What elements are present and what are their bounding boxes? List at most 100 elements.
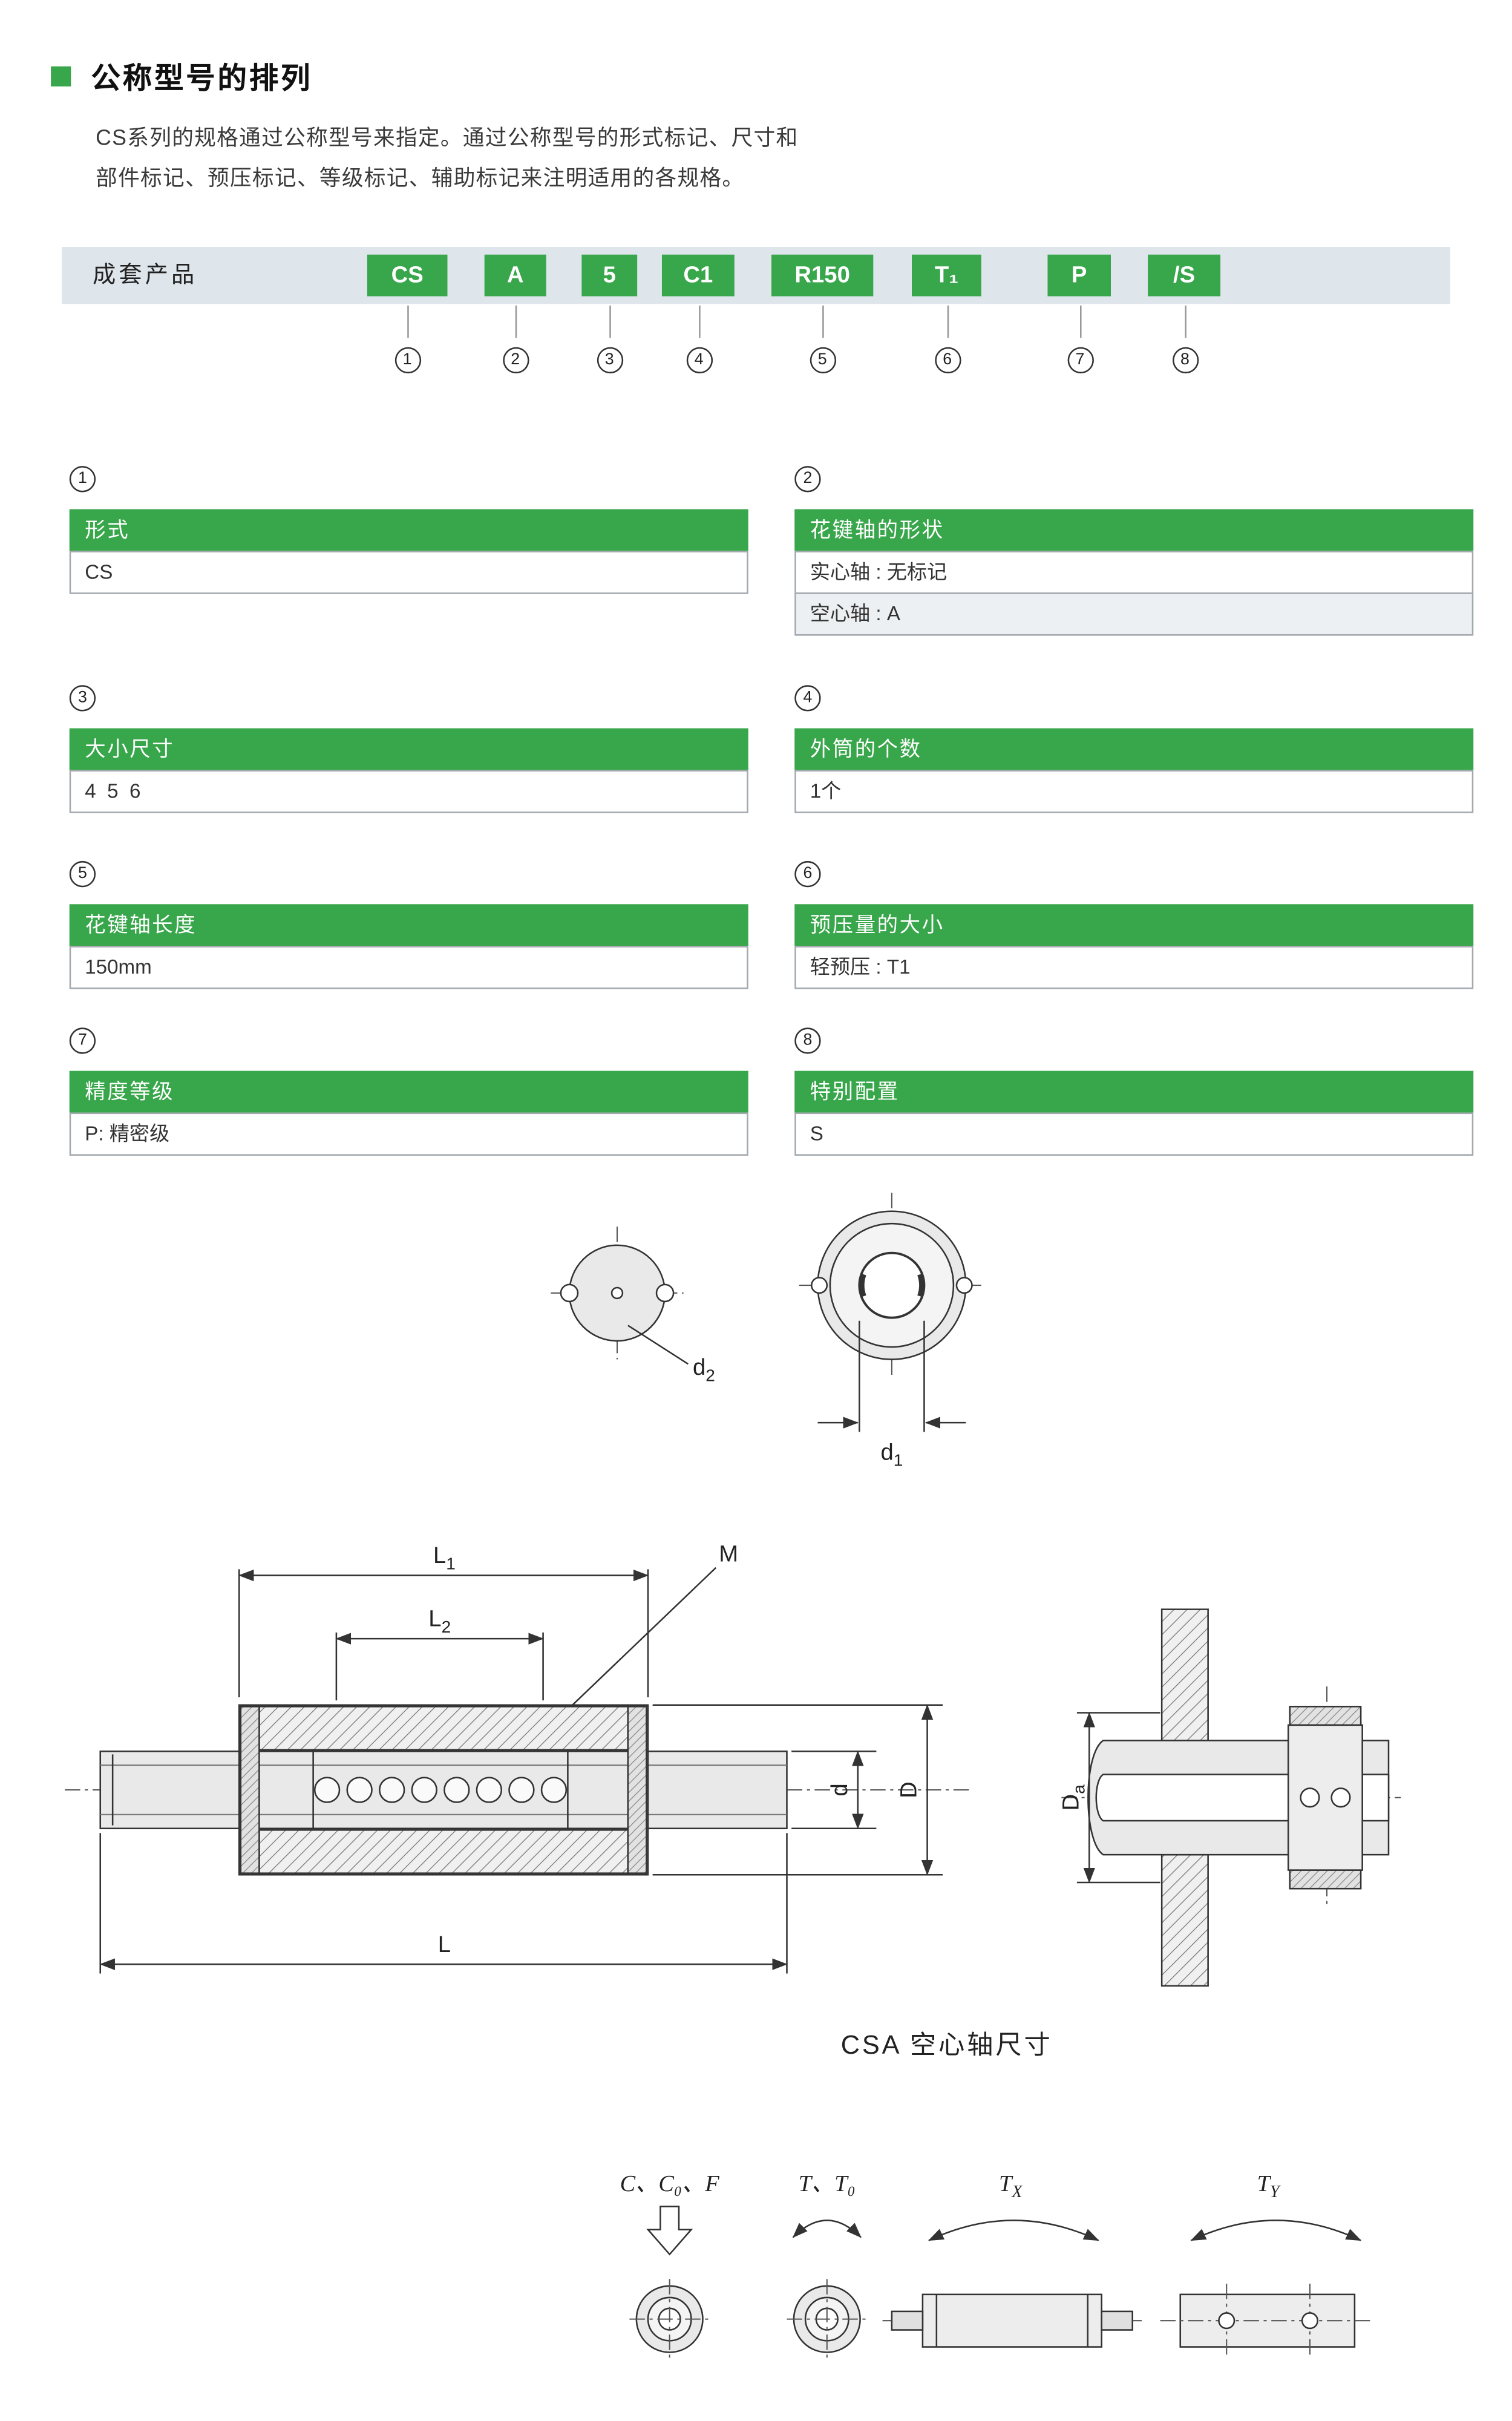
moment-arrow-icon (1190, 2220, 1362, 2241)
callout-4: 4 (685, 305, 713, 374)
section-title: 大小尺寸 (69, 728, 748, 770)
model-segment-cylinder-count: C1 (661, 254, 735, 296)
callout-1: 1 (393, 305, 421, 374)
section-title: 形式 (69, 509, 748, 551)
callout-number: 2 (502, 347, 529, 374)
callout-number: 8 (1171, 347, 1199, 374)
section-title: 特别配置 (794, 1070, 1474, 1113)
hollow-shaft-cross-section: d1 (799, 1193, 984, 1469)
model-bar-label: 成套产品 (93, 262, 198, 289)
callout-tick (698, 305, 700, 338)
dim-Da-label: Da (1058, 1784, 1088, 1811)
section-title: 预压量的大小 (794, 904, 1474, 946)
callout-number: 7 (1067, 347, 1093, 374)
callout-tick (1184, 305, 1186, 338)
page-header: 公称型号的排列 (51, 56, 312, 97)
callout-7: 7 (1066, 305, 1094, 374)
dim-d-label: d (826, 1783, 853, 1796)
model-number-bar: 成套产品 CS A 5 C1 R150 T₁ P /S (62, 247, 1450, 304)
section-number: 2 (794, 466, 821, 493)
section-value: S (794, 1112, 1474, 1156)
dim-M-label: M (719, 1541, 738, 1567)
callout-8: 8 (1171, 305, 1199, 374)
section-cylinder-count: 4 外筒的个数 1个 (794, 682, 1474, 813)
section-special: 8 特别配置 S (794, 1024, 1474, 1156)
callout-tick (514, 305, 516, 338)
section-number: 7 (69, 1027, 96, 1054)
assembly-side-view: L1 M L2 d D L (65, 1541, 969, 1974)
callout-6: 6 (934, 305, 961, 374)
section-number: 5 (69, 860, 96, 888)
model-segment-preload: T₁ (912, 254, 981, 296)
description: CS系列的规格通过公称型号来指定。通过公称型号的形式标记、尺寸和 部件标记、预压… (96, 117, 798, 198)
dim-d2-label: d2 (693, 1354, 715, 1384)
dim-L1-label: L1 (433, 1542, 456, 1573)
model-segment-size: 5 (581, 254, 638, 296)
section-value: 4 5 6 (69, 770, 748, 813)
load-radial-label: C、C₀、F (620, 2171, 720, 2197)
section-shaft-length: 5 花键轴长度 150mm (69, 858, 748, 989)
callout-5: 5 (808, 305, 836, 374)
callout-number: 6 (934, 347, 961, 374)
callout-tick (946, 305, 948, 338)
torque-arrow-icon (792, 2220, 862, 2238)
model-segment-length: R150 (771, 254, 874, 296)
callout-3: 3 (595, 305, 623, 374)
section-value: 1个 (794, 770, 1474, 813)
callout-tick (1079, 305, 1081, 338)
section-number: 1 (69, 466, 96, 493)
section-value: 150mm (69, 946, 748, 989)
dim-L2-label: L2 (428, 1606, 451, 1636)
section-value: 实心轴 : 无标记 (794, 551, 1474, 594)
section-number: 3 (69, 685, 96, 712)
section-title: 花键轴的形状 (794, 509, 1474, 551)
load-moment-x-label: TX (999, 2171, 1023, 2201)
load-moment-y-label: TY (1257, 2171, 1281, 2201)
model-segment-special: /S (1148, 254, 1221, 296)
dim-D-label: D (896, 1781, 922, 1798)
solid-shaft-cross-section: d2 (551, 1227, 715, 1384)
description-line-1: CS系列的规格通过公称型号来指定。通过公称型号的形式标记、尺寸和 (96, 125, 799, 150)
dim-d1-label: d1 (880, 1439, 903, 1469)
section-number: 8 (794, 1027, 821, 1054)
section-number: 4 (794, 685, 821, 712)
section-accuracy: 7 精度等级 P: 精密级 (69, 1024, 748, 1156)
load-torque-label: T、T₀ (799, 2171, 856, 2197)
callout-2: 2 (502, 305, 529, 374)
section-title: 外筒的个数 (794, 728, 1474, 770)
section-bullet-icon (51, 66, 71, 87)
load-icon-torque: T、T₀ (787, 2171, 868, 2359)
description-line-2: 部件标记、预压标记、等级标记、辅助标记来注明适用的各规格。 (96, 165, 745, 190)
model-segment-form: CS (367, 254, 448, 296)
callout-number: 3 (596, 347, 623, 374)
section-value: 轻预压 : T1 (794, 946, 1474, 989)
callout-tick (608, 305, 610, 338)
technical-drawings: d2 d1 (65, 1193, 1401, 2359)
section-title: 花键轴长度 (69, 904, 748, 946)
callout-number: 4 (686, 347, 712, 374)
page-title: 公称型号的排列 (91, 63, 313, 96)
section-value: 空心轴 : A (794, 592, 1474, 636)
hollow-shaft-mount-view: Da (1058, 1608, 1401, 1987)
callout-tick (406, 305, 408, 338)
down-arrow-icon (646, 2206, 693, 2256)
callout-tick (821, 305, 823, 338)
moment-arrow-icon (928, 2220, 1099, 2241)
section-value: CS (69, 551, 748, 594)
section-size: 3 大小尺寸 4 5 6 (69, 682, 748, 813)
callout-number: 1 (394, 347, 421, 374)
section-value: P: 精密级 (69, 1112, 748, 1156)
dim-L-label: L (438, 1931, 451, 1957)
section-title: 精度等级 (69, 1070, 748, 1113)
section-form: 1 形式 CS (69, 463, 748, 594)
load-icon-moment-y: TY (1160, 2171, 1373, 2358)
section-preload: 6 预压量的大小 轻预压 : T1 (794, 858, 1474, 989)
load-icon-moment-x: TX (882, 2171, 1142, 2348)
model-segment-shaft-shape: A (484, 254, 546, 296)
section-shaft-shape: 2 花键轴的形状 实心轴 : 无标记 空心轴 : A (794, 463, 1474, 636)
callout-number: 5 (809, 347, 836, 374)
section-number: 6 (794, 860, 821, 888)
model-segment-accuracy: P (1047, 254, 1111, 296)
load-icon-radial: C、C₀、F (620, 2171, 720, 2359)
